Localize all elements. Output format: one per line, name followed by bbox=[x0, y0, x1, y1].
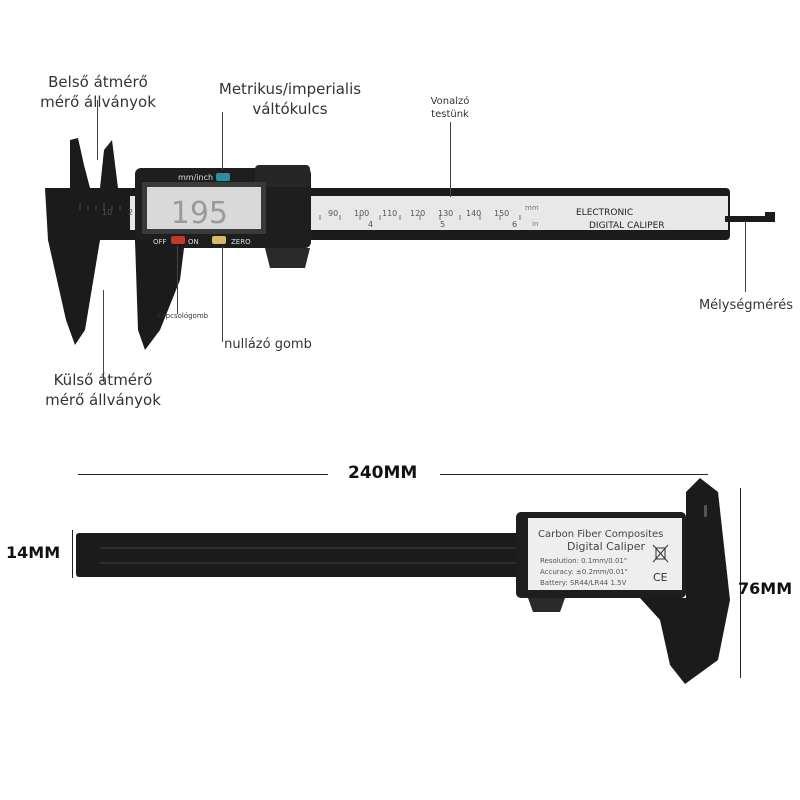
thickness-dimension: 14MM bbox=[6, 543, 61, 562]
thickness-dimension-line bbox=[72, 530, 73, 578]
movable-outer-jaw bbox=[135, 240, 185, 350]
scale-mm-90: 90 bbox=[328, 209, 338, 218]
back-beam bbox=[76, 533, 536, 577]
depth-rod bbox=[725, 216, 775, 222]
scale-mm-120: 120 bbox=[410, 209, 425, 218]
length-dimension-line-right bbox=[440, 474, 708, 475]
height-dimension: 76MM bbox=[738, 579, 793, 598]
callout-inner-jaws-line1: Belső átmérő bbox=[48, 73, 148, 91]
scale-in-4: 4 bbox=[368, 220, 373, 229]
leader-ruler-body bbox=[450, 122, 451, 197]
callout-inner-jaws-line2: mérő állványok bbox=[40, 93, 156, 111]
unit-label: mm/inch bbox=[178, 173, 213, 182]
length-dimension-line-left bbox=[78, 474, 328, 475]
fixed-inner-jaw bbox=[70, 138, 90, 188]
leader-zero bbox=[222, 246, 223, 342]
back-label-line1: Carbon Fiber Composites bbox=[538, 529, 663, 540]
unit-switch-button bbox=[216, 173, 230, 181]
callout-ruler-body-line2: testünk bbox=[431, 109, 469, 120]
power-button bbox=[171, 236, 185, 244]
scale-mm-unit: mm bbox=[525, 204, 539, 212]
back-label-line5: Battery: SR44/LR44 1.5V bbox=[540, 579, 627, 587]
caliper-front-view: 195 mm/inch OFF ON ZERO 10 2 90 100 110 … bbox=[45, 138, 775, 350]
scale-mm-130: 130 bbox=[438, 209, 453, 218]
back-jaw bbox=[640, 478, 730, 684]
back-label-line3: Resolution: 0.1mm/0.01" bbox=[540, 557, 627, 565]
back-label-line2: Digital Caliper bbox=[567, 540, 645, 553]
callout-unit-switch: Metrikus/imperialis váltókulcs bbox=[210, 79, 370, 119]
scale-mm-150: 150 bbox=[494, 209, 509, 218]
height-dimension-line bbox=[740, 488, 741, 678]
scale-left-10: 10 bbox=[102, 208, 112, 217]
brand-line2: DIGITAL CALIPER bbox=[589, 221, 665, 231]
leader-unit-switch bbox=[222, 112, 223, 170]
fixed-outer-jaw bbox=[45, 188, 130, 345]
scale-in-unit: in bbox=[532, 220, 538, 228]
leader-depth bbox=[745, 222, 746, 292]
weee-bin-icon bbox=[652, 544, 669, 563]
callout-power-button: Kapcsológomb bbox=[156, 312, 209, 320]
on-label: ON bbox=[188, 238, 199, 246]
scale-mm-110: 110 bbox=[382, 209, 397, 218]
callout-zero-button: nullázó gomb bbox=[224, 337, 312, 352]
length-dimension: 240MM bbox=[348, 463, 418, 483]
callout-unit-switch-line2: váltókulcs bbox=[252, 100, 328, 118]
callout-outer-jaws-line1: Külső átmérő bbox=[53, 371, 153, 389]
scale-left-2: 2 bbox=[128, 208, 133, 217]
off-label: OFF bbox=[153, 238, 167, 246]
scale-mm-140: 140 bbox=[466, 209, 481, 218]
callout-outer-jaws-line2: mérő állványok bbox=[45, 391, 161, 409]
callout-ruler-body-line1: Vonalzó bbox=[430, 96, 470, 107]
zero-label: ZERO bbox=[231, 238, 251, 246]
callout-ruler-body: Vonalzó testünk bbox=[420, 95, 480, 121]
scale-mm-100: 100 bbox=[354, 209, 369, 218]
back-label-line4: Accuracy: ±0.2mm/0.01" bbox=[540, 568, 628, 576]
scale-in-5: 5 bbox=[440, 220, 445, 229]
ruler-ticks bbox=[79, 203, 521, 220]
leader-power bbox=[177, 246, 178, 314]
leader-inner-jaws bbox=[97, 100, 98, 160]
callout-unit-switch-line1: Metrikus/imperialis bbox=[218, 80, 362, 98]
zero-button bbox=[212, 236, 226, 244]
lcd-screen bbox=[147, 187, 261, 229]
callout-depth: Mélységmérés bbox=[698, 298, 794, 313]
leader-outer-jaws bbox=[103, 290, 104, 382]
caliper-back-view: Carbon Fiber Composites Digital Caliper … bbox=[76, 478, 730, 684]
lcd-value: 195 bbox=[171, 196, 228, 231]
callout-outer-jaws: Külső átmérő mérő állványok bbox=[38, 370, 168, 410]
brand-line1: ELECTRONIC bbox=[576, 208, 633, 218]
scale-in-6: 6 bbox=[512, 220, 517, 229]
ce-mark: CE bbox=[653, 571, 668, 584]
callout-inner-jaws: Belső átmérő mérő állványok bbox=[36, 72, 160, 112]
